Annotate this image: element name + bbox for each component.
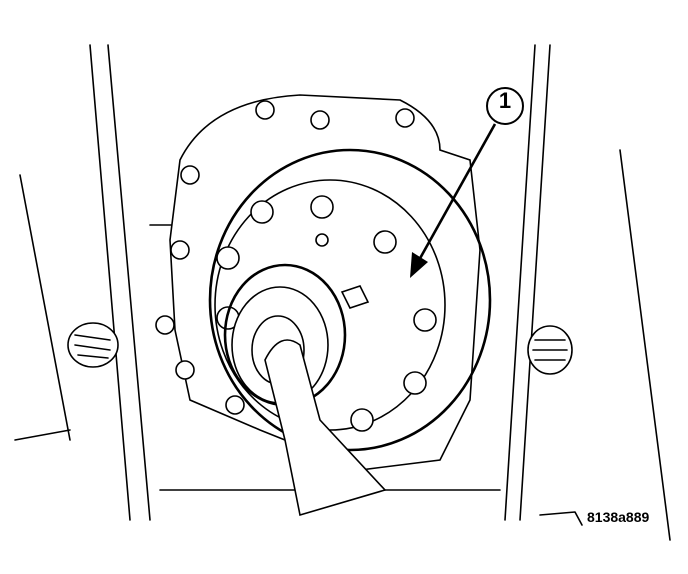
callout-number: 1 (498, 88, 512, 113)
figure-code: 8138a889 (587, 509, 650, 525)
callout-leader (416, 123, 497, 263)
callout-arrowhead (410, 252, 428, 278)
pinion-shaft-end (340, 285, 370, 309)
ring-gear-bolts (216, 195, 437, 432)
ring-gear (208, 148, 492, 452)
hand-finger (264, 339, 387, 517)
adjuster-left (67, 322, 119, 368)
adjuster-right (527, 325, 573, 375)
callout-circle (486, 87, 524, 125)
housing-bolts (155, 100, 415, 415)
